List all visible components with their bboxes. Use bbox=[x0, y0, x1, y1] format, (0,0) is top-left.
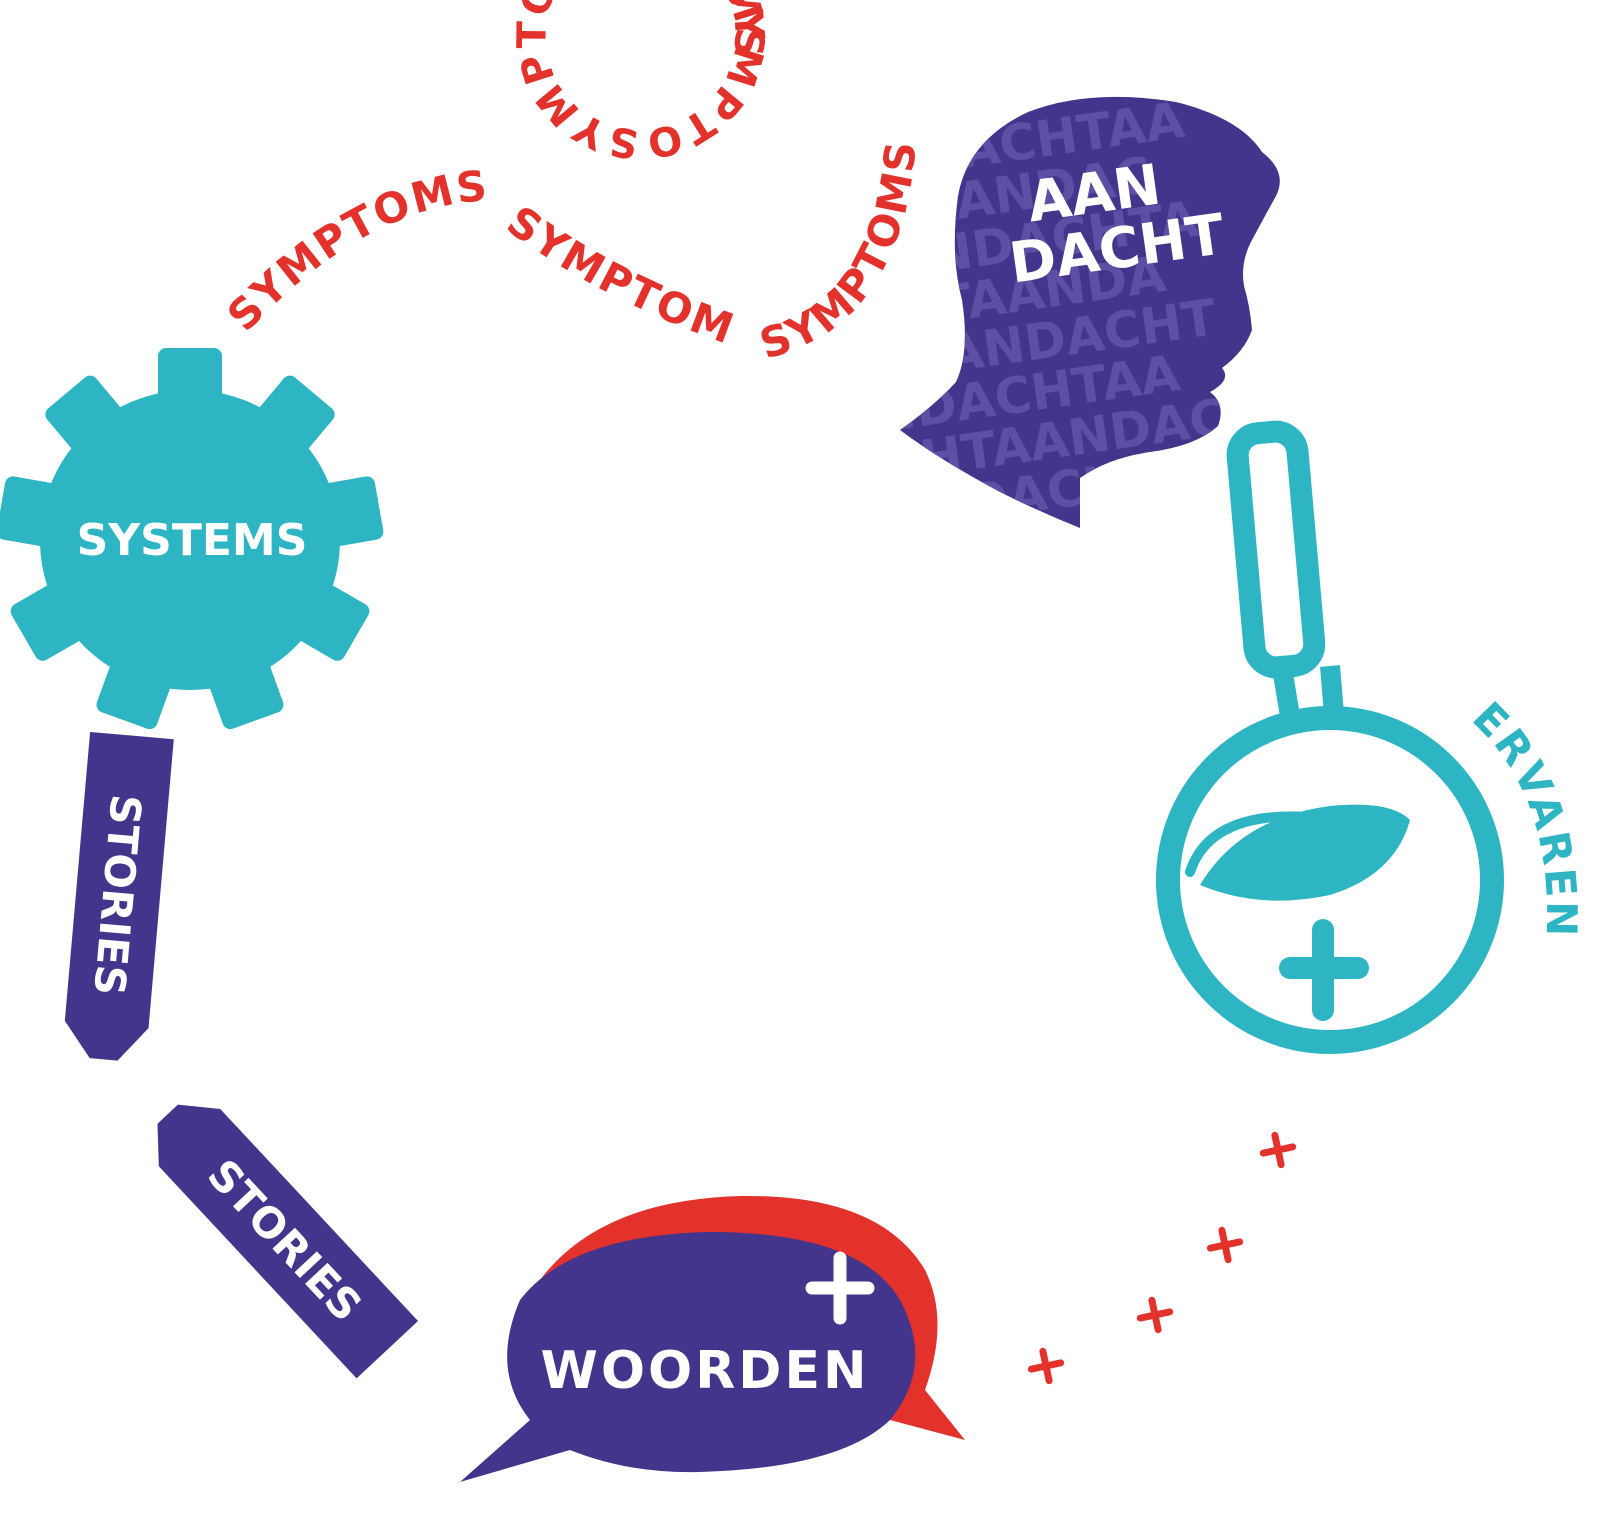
plus-icon bbox=[1206, 1226, 1244, 1264]
symptoms-word-3: SYMPTOMS bbox=[754, 138, 926, 369]
speech-plus-icon bbox=[805, 1251, 875, 1325]
plus-trail bbox=[1027, 1131, 1297, 1385]
magnifier-plus-icon bbox=[1279, 919, 1369, 1021]
stories-tag-upper: STORIES bbox=[64, 731, 174, 1061]
symptoms-word-1: SYMPTOMS bbox=[218, 161, 491, 341]
head-pattern-row: CHTAANDA bbox=[930, 487, 1244, 587]
gear-label: SYSTEMS bbox=[77, 515, 308, 566]
plus-icon bbox=[1027, 1347, 1065, 1385]
gear-icon: SYSTEMS bbox=[0, 348, 384, 730]
magnifier-icon: ERVAREN bbox=[1156, 420, 1583, 1054]
symptoms-word-2: SYMPTOMS bbox=[0, 0, 742, 354]
stories-tag-lower-label: STORIES bbox=[198, 1150, 371, 1331]
speech-bubble-icon: WOORDEN bbox=[460, 1195, 965, 1482]
symptoms-group: SYMPTOMS SYMPTOMS SYMPTOMS SYMPTOMS SYMP… bbox=[0, 0, 926, 369]
plus-icon bbox=[1259, 1131, 1297, 1169]
symptoms-word-4: SYMPTOMS bbox=[509, 0, 641, 167]
speech-label: WOORDEN bbox=[540, 1341, 869, 1401]
leaf-icon bbox=[1200, 804, 1410, 901]
stories-tag-lower: STORIES bbox=[157, 1104, 419, 1379]
symptoms-word-6: SYMPTOMS bbox=[0, 0, 772, 167]
plus-icon bbox=[1136, 1296, 1174, 1334]
